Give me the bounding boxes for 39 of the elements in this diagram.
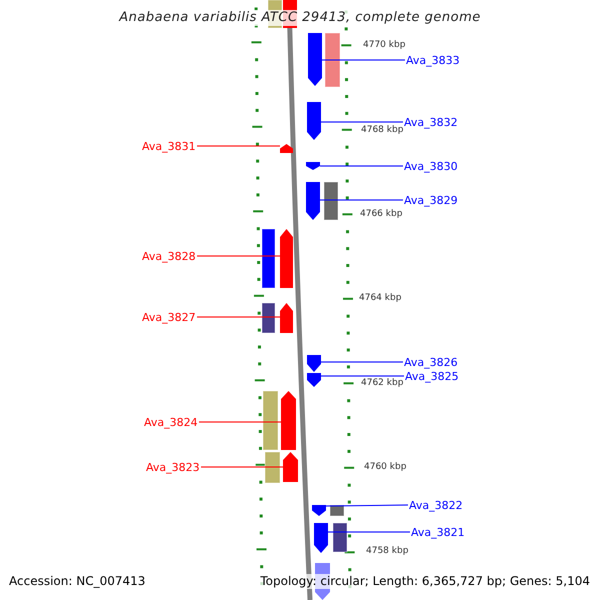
gene-block [307, 355, 321, 372]
gene-label: Ava_3830 [404, 160, 458, 172]
gene-label: Ava_3822 [409, 498, 463, 512]
scale-label: 4764 kbp [359, 292, 402, 305]
gene-block [283, 452, 298, 482]
scale-label: 4760 kbp [364, 461, 406, 474]
footer-text: Topology: circular; Length: 6,365,727 bp; Genes: 5,104 [260, 574, 590, 589]
gene-block [281, 391, 296, 450]
scale-label: 4768 kbp [361, 124, 404, 137]
leader-line [326, 504, 408, 506]
diagram-title: Anabaena variabilis ATCC 29413, complete genome [119, 10, 481, 26]
gene-label: Ava_3829 [404, 194, 458, 206]
gene-label: Ava_3824 [144, 416, 198, 428]
gene-block [280, 303, 293, 333]
gene-block [307, 373, 321, 387]
gene-block [314, 523, 328, 553]
footer-text: Accession: NC_007413 [9, 574, 146, 589]
gene-label: Ava_3823 [146, 460, 200, 474]
gene-label: Ava_3821 [411, 526, 465, 538]
gene-label: Ava_3827 [142, 310, 196, 324]
gene-block [306, 162, 320, 170]
scale-label: 4770 kbp [363, 39, 406, 52]
gene-block [312, 505, 326, 516]
scale-label: 4758 kbp [366, 545, 408, 558]
gene-block [307, 102, 321, 140]
leader-line [200, 466, 284, 468]
gene-block [308, 33, 322, 86]
gene-label: Ava_3826 [404, 356, 458, 368]
leader-line [196, 316, 280, 318]
gene-label: Ava_3828 [142, 250, 196, 262]
gene-label: Ava_3832 [404, 116, 458, 128]
gene-label: Ava_3831 [142, 140, 196, 152]
gene-block [306, 182, 320, 220]
gene-block [280, 144, 293, 153]
gene-block [280, 229, 293, 288]
scale-label: 4766 kbp [360, 208, 402, 221]
scale-label: 4762 kbp [361, 377, 404, 390]
gene-label: Ava_3833 [406, 54, 460, 66]
gene-label: Ava_3825 [405, 370, 459, 382]
